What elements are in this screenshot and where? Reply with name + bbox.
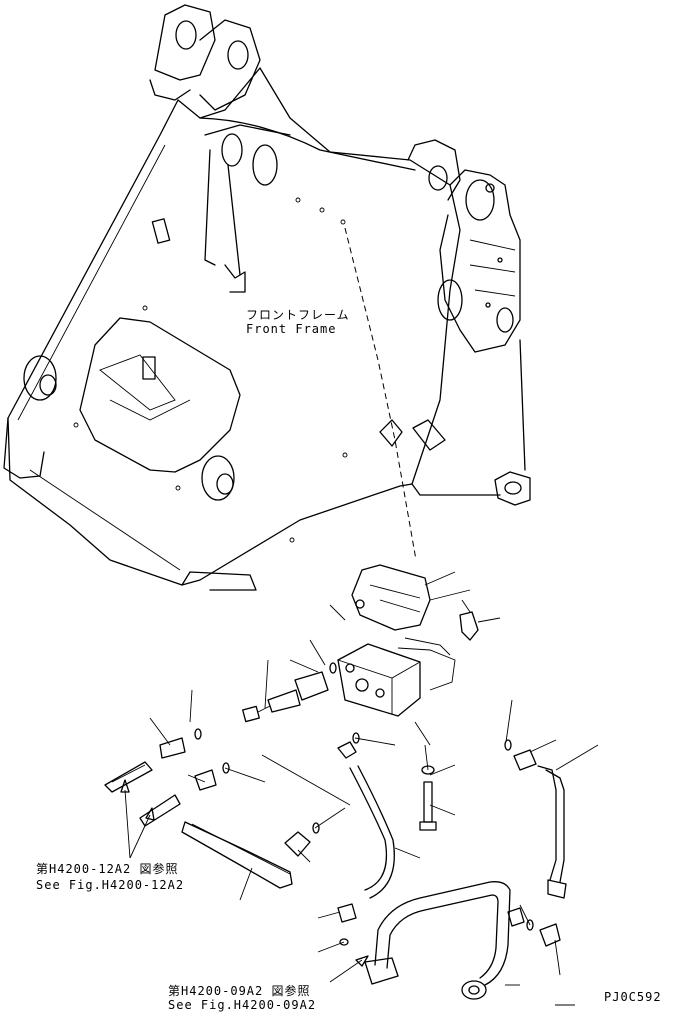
front-frame	[3, 4, 531, 591]
reference-label-en: See Fig.H4200-12A2	[36, 878, 185, 892]
reference-label-en-2: See Fig.H4200-09A2	[168, 998, 317, 1012]
valve-assembly	[242, 564, 479, 723]
front-frame-label-jp: フロントフレーム	[246, 308, 350, 322]
leader-lines	[120, 571, 599, 1006]
reference-label-jp-2: 第H4200-09A2 図参照	[168, 984, 311, 998]
drawing-code: PJ0C592	[604, 990, 662, 1004]
location-leader	[344, 227, 417, 561]
reference-label-jp: 第H4200-12A2 図参照	[36, 862, 179, 876]
front-frame-label-en: Front Frame	[246, 322, 337, 336]
fittings-hoses	[104, 662, 567, 1000]
